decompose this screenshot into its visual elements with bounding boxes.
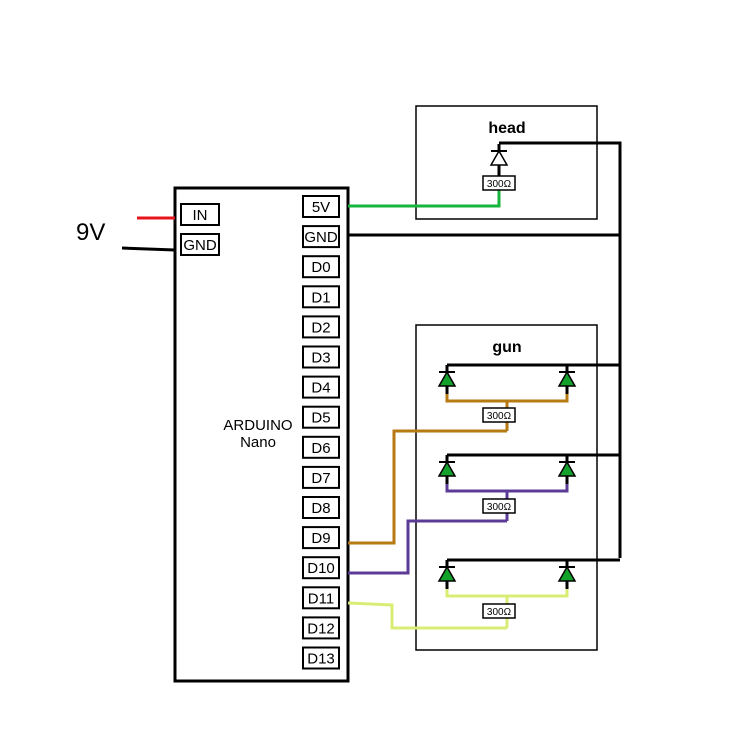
pin-label: D8 [311,500,330,517]
pin-in-left: IN [180,203,220,226]
gun-led [557,365,577,394]
pin-label: D7 [311,470,330,487]
gun-led-bus [445,589,569,598]
gun-module-box [415,324,598,651]
gun-led [437,365,457,394]
power-label: 9V [76,219,105,246]
ground-bus [499,141,622,558]
gun-signal-wire-d9 [348,429,507,545]
pin-gnd: GND [302,225,340,249]
board-label-line2: Nano [240,434,276,451]
pin-d13: D13 [302,646,340,670]
resistor-value: 300Ω [487,411,512,422]
resistor: 300Ω [482,603,516,619]
head-5v-wire [348,180,501,208]
pin-label: D6 [311,440,330,457]
resistor-value: 300Ω [487,179,512,190]
head-led [489,144,509,173]
pin-label: D3 [311,350,330,367]
pin-label: D4 [311,380,330,397]
pin-label: GND [304,229,338,246]
pin-label: D12 [307,620,335,637]
gun-led [437,560,457,589]
pin-d6: D6 [302,435,340,459]
pin-d5: D5 [302,405,340,429]
gun-led [557,560,577,589]
pin-d7: D7 [302,465,340,489]
pin-label: GND [183,237,217,254]
pin-label: D1 [311,289,330,306]
pin-label: D2 [311,319,330,336]
pin-d1: D1 [302,285,340,309]
power-negative-wire [121,246,176,252]
resistor-value: 300Ω [487,607,512,618]
gun-signal-wire-d11 [347,601,507,630]
pin-d2: D2 [302,315,340,339]
pin-5v: 5V [302,195,340,218]
resistor: 300Ω [482,498,516,514]
resistor: 300Ω [482,175,516,191]
pin-label: IN [193,207,208,224]
gun-signal-wire-d10 [348,519,507,575]
head-module-box [415,105,598,220]
pin-label: D0 [311,259,330,276]
resistor: 300Ω [482,407,516,423]
pin-label: D5 [311,410,330,427]
board-label-line1: ARDUINO [223,417,292,434]
pin-d0: D0 [302,255,340,279]
gun-led [437,455,457,484]
pin-gnd-left: GND [180,233,220,256]
pin-label: D13 [307,651,335,668]
pin-label: D11 [308,590,334,607]
pin-d3: D3 [302,345,340,369]
head-title: head [488,120,525,137]
gun-led-bus [445,394,569,403]
pin-d4: D4 [302,375,340,399]
gun-title: gun [492,339,521,356]
pin-label: D9 [311,530,330,547]
pin-label: D10 [307,560,335,577]
gun-led-bus [445,484,569,493]
pin-d12: D12 [302,616,340,640]
pin-d11: D11 [302,586,340,610]
pin-label: 5V [312,199,330,216]
pin-d8: D8 [302,496,340,519]
resistor-value: 300Ω [487,502,512,513]
gun-led [557,455,577,484]
pin-d9: D9 [302,526,340,550]
pin-d10: D10 [302,556,340,580]
